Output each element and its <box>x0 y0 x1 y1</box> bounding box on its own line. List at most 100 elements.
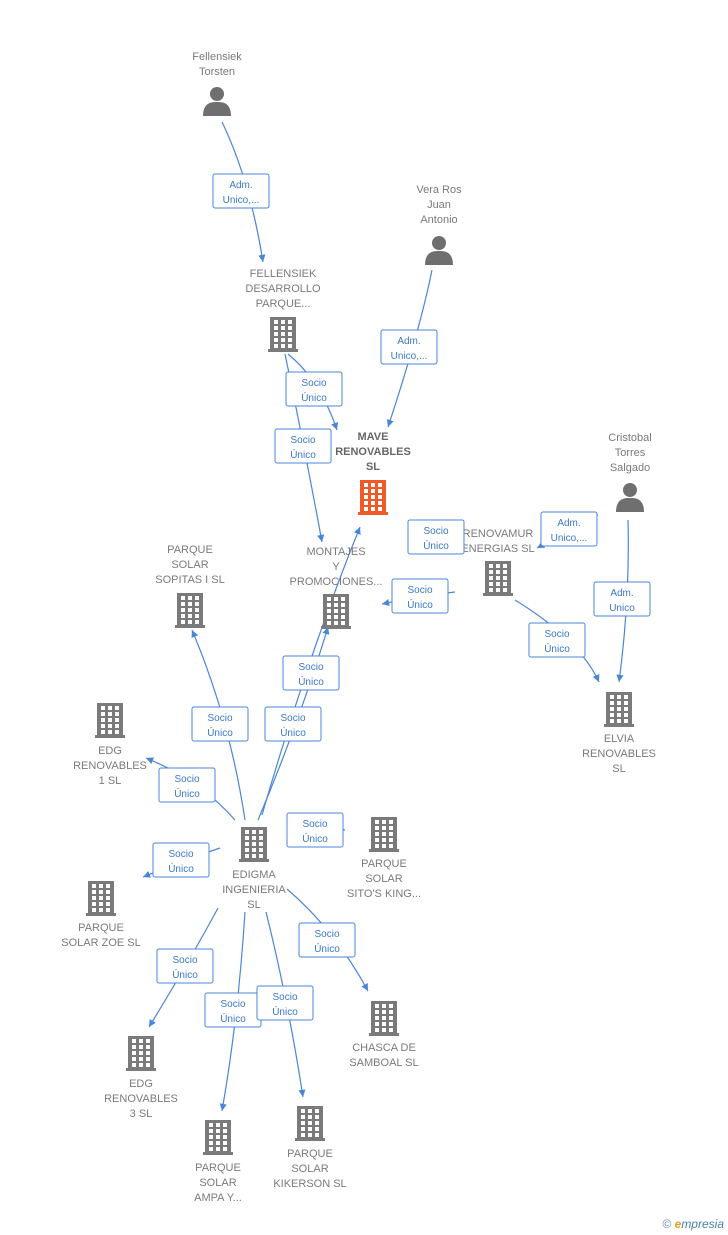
node-label-line: EDIGMA <box>232 869 276 881</box>
edge-label-text: Único <box>544 642 570 655</box>
edge-label-text: Socio <box>168 849 193 860</box>
edge-label-text: Unico,... <box>551 533 588 544</box>
node-label-line: SL <box>247 899 260 911</box>
edge-label-box <box>191 706 249 742</box>
edge-label-text: Socio <box>290 435 315 446</box>
node-label-line: Antonio <box>420 214 457 226</box>
node-label-line: 3 SL <box>130 1108 153 1120</box>
node-label-line: RENOVABLES <box>582 748 656 760</box>
edge-label-box <box>380 329 438 365</box>
edge-label-fellensiek_torsten-to-fellensiek_desarrollo[interactable]: Adm. Unico,... <box>212 173 270 209</box>
building-icon <box>369 817 399 852</box>
node-label-line: 1 SL <box>99 775 122 787</box>
node-label-line: SL <box>612 763 625 775</box>
edge-label-box <box>528 622 586 658</box>
edge-label-text: Único <box>168 862 194 875</box>
node-label-line: EDG <box>98 745 122 757</box>
edge-label-text: Socio <box>544 629 569 640</box>
edge-label-box <box>264 706 322 742</box>
edge-label-text: Adm. <box>229 180 252 191</box>
edge-label-text: Socio <box>298 662 323 673</box>
edge-label-text: Único <box>302 832 328 845</box>
edge-label-text: Único <box>172 968 198 981</box>
building-icon <box>86 881 116 916</box>
building-icon <box>369 1001 399 1036</box>
edge-label-box <box>282 655 340 691</box>
edge-label-text: Único <box>174 787 200 800</box>
edge-label-text: Único <box>290 448 316 461</box>
building-icon <box>295 1106 325 1141</box>
edge-label-box <box>407 519 465 555</box>
edge-label-text: Socio <box>301 378 326 389</box>
edge-label-text: Único <box>220 1012 246 1025</box>
edge-label-vera_ros-to-mave[interactable]: Adm.Unico,... <box>380 329 438 365</box>
node-label-line: MONTAJES <box>306 546 365 558</box>
building-icon <box>203 1120 233 1155</box>
edge-label-text: Unico,... <box>223 195 260 206</box>
node-label-line: RENOVABLES <box>73 760 147 772</box>
node-label-line: CHASCA DE <box>352 1042 416 1054</box>
edge-label-text: Único <box>423 539 449 552</box>
person-icon <box>616 483 644 512</box>
edge-label-box <box>286 812 344 848</box>
edge-label-text: Único <box>280 726 306 739</box>
node-label-line: INGENIERIA <box>222 884 286 896</box>
node-montajes[interactable]: MONTAJESYPROMOCIONES... <box>290 546 383 629</box>
edge-label-box <box>285 371 343 407</box>
edge-label-text: Único <box>272 1005 298 1018</box>
node-label-line: SOLAR ZOE SL <box>61 937 140 949</box>
node-label-line: Y <box>332 561 340 573</box>
node-label-line: FELLENSIEK <box>250 268 317 280</box>
node-edigma[interactable]: EDIGMA INGENIERIA SL <box>222 827 286 911</box>
node-label-line: RENOVABLES <box>335 446 411 458</box>
footer-brand: © empresia <box>662 1217 724 1231</box>
edge-label-box <box>391 578 449 614</box>
node-edg1[interactable]: EDG RENOVABLES 1 SL <box>73 703 147 787</box>
building-icon <box>321 594 351 629</box>
edge-label-box <box>274 428 332 464</box>
edge-label-cristobal-to-renovamur[interactable]: Adm.Unico,... <box>540 511 598 547</box>
edge-label-text: Socio <box>220 999 245 1010</box>
node-label-line: Cristobal <box>608 432 651 444</box>
node-label-line: Vera Ros <box>416 184 462 196</box>
node-label-line: PARQUE <box>287 1148 333 1160</box>
building-icon <box>604 692 634 727</box>
edge-label-text: Socio <box>280 713 305 724</box>
node-label-line: SOLAR <box>199 1177 236 1189</box>
node-label-line: ENERGIAS SL <box>461 543 534 555</box>
brand-name[interactable]: empresia <box>674 1217 724 1231</box>
node-fellensiek_desarrollo[interactable]: FELLENSIEKDESARROLLOPARQUE... <box>245 268 321 352</box>
edge-label-cristobal-to-elvia[interactable]: Adm.Unico <box>593 581 651 617</box>
node-label-line: SOLAR <box>291 1163 328 1175</box>
edge-label-box <box>212 173 270 209</box>
